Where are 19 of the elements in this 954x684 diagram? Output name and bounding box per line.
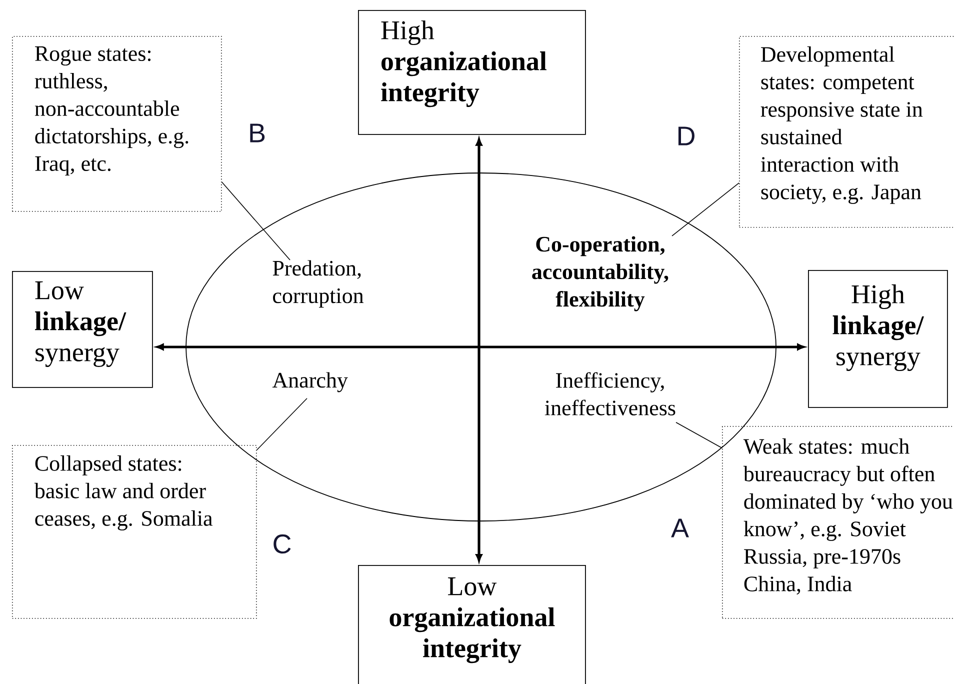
axis-box: Low linkage/ synergy [12,271,153,388]
quadrant-letter: A [671,518,689,538]
callout-box: Developmental states: competent responsive state in sustained interaction with society, e.g. Japan [739,36,954,228]
quadrant-letter: B [250,124,265,142]
callout-box: Rogue states: ruthless, non-accountable dictatorships, e.g. Iraq, etc. [12,36,222,212]
leader-line [221,182,290,260]
axis-box: High linkage/ synergy [808,270,948,408]
callout-box: Collapsed states: basic law and order ceases, e.g. Somalia [12,445,257,619]
axis-box: High organizational integrity [358,10,586,135]
quadrant-label: Anarchy [272,372,348,392]
quadrant-letter: D [678,126,694,146]
callout-box: Weak states: much bureaucracy but often dominated by ‘who you know’, e.g. Soviet Russia, pre-1970s China, India [722,426,954,619]
quadrant-label: Co-operation, accountability, flexibility [532,236,668,312]
axis-box: Low organizational integrity [358,565,586,684]
quadrant-label: Inefficiency, ineffectiveness [544,372,676,416]
quadrant-label: Predation, corruption [272,260,364,308]
leader-line [672,182,740,236]
quadrant-letter: C [274,534,291,554]
leader-line [256,398,308,450]
